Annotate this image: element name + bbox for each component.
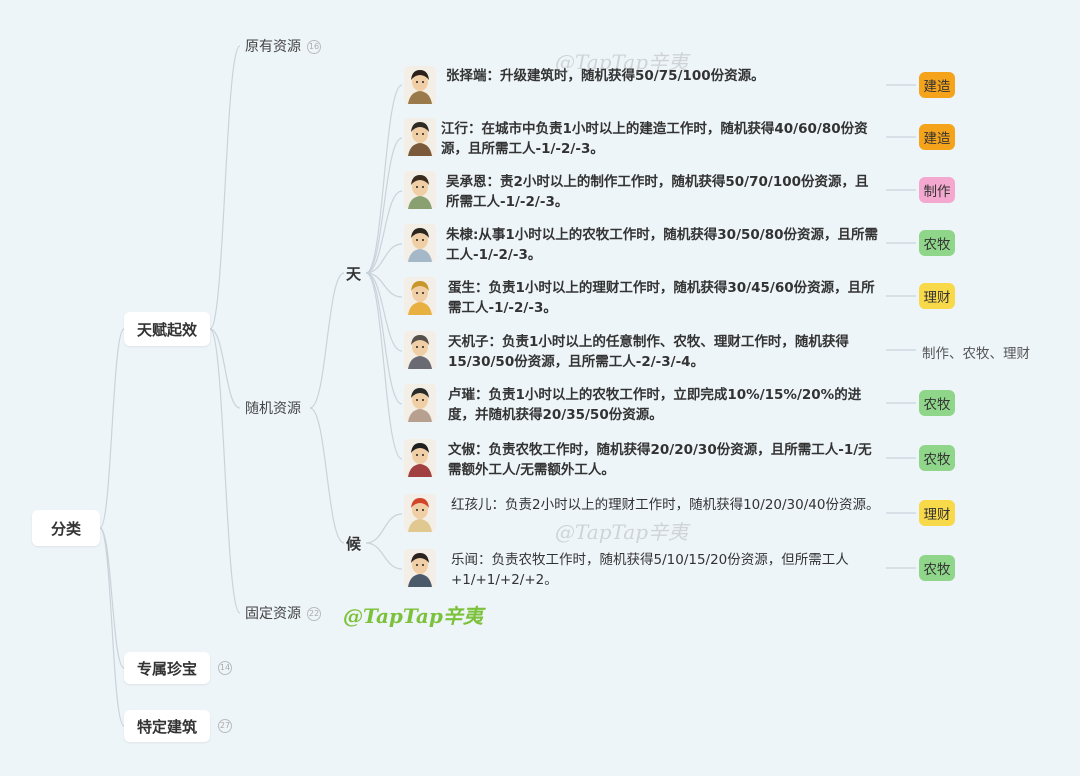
character-portrait-icon bbox=[404, 277, 436, 315]
node-label: 随机资源 bbox=[245, 401, 301, 417]
category-tag[interactable]: 理财 bbox=[919, 283, 955, 309]
category-tag[interactable]: 农牧 bbox=[919, 230, 955, 256]
category-tag[interactable]: 农牧 bbox=[919, 390, 955, 416]
category-tag[interactable]: 理财 bbox=[919, 500, 955, 526]
talent-description[interactable]: 天机子：负责1小时以上的任意制作、农牧、理财工作时，随机获得15/30/50份资… bbox=[448, 334, 849, 370]
talent-description[interactable]: 吴承恩：责2小时以上的制作工作时，随机获得50/70/100份资源，且所需工人-… bbox=[446, 174, 869, 210]
category-tag-text[interactable]: 制作、农牧、理财 bbox=[922, 346, 1030, 362]
node-label: 原有资源 bbox=[245, 39, 301, 55]
count-badge: 14 bbox=[218, 661, 232, 675]
connector-line bbox=[365, 243, 403, 274]
connector-line bbox=[309, 407, 345, 544]
talent-description[interactable]: 文俶：负责农牧工作时，随机获得20/20/30份资源，且所需工人-1/无需额外工… bbox=[448, 442, 872, 478]
node-label: 专属珍宝 bbox=[136, 659, 197, 678]
connector-line bbox=[365, 272, 403, 298]
node-original-resource[interactable]: 原有资源 16 bbox=[245, 36, 321, 56]
connector-line bbox=[365, 513, 403, 544]
node-hou[interactable]: 候 bbox=[346, 533, 361, 554]
character-portrait-icon bbox=[404, 439, 436, 477]
talent-description[interactable]: 卢璀：负责1小时以上的农牧工作时，立即完成10%/15%/20%的进度，并随机获… bbox=[448, 387, 862, 423]
talent-description[interactable]: 张择端：升级建筑时，随机获得50/75/100份资源。 bbox=[446, 68, 765, 84]
character-portrait-icon bbox=[404, 331, 436, 369]
connector-line bbox=[365, 137, 403, 274]
character-portrait-icon bbox=[404, 549, 436, 587]
node-random-resource[interactable]: 随机资源 bbox=[245, 398, 301, 418]
count-badge: 22 bbox=[307, 607, 321, 621]
character-portrait-icon bbox=[404, 66, 436, 104]
connector-line bbox=[99, 527, 125, 669]
character-portrait-icon bbox=[404, 171, 436, 209]
category-tag[interactable]: 建造 bbox=[919, 124, 955, 150]
connector-line bbox=[309, 272, 345, 409]
count-badge: 27 bbox=[218, 719, 232, 733]
connector-line bbox=[365, 542, 403, 570]
root-node-label: 分类 bbox=[50, 519, 81, 538]
connector-line bbox=[99, 527, 125, 727]
connector-line bbox=[99, 328, 125, 529]
connector-line bbox=[365, 272, 403, 460]
talent-description[interactable]: 江行：在城市中负责1小时以上的建造工作时，随机获得40/60/80份资源，且所需… bbox=[441, 121, 868, 157]
root-node[interactable]: 分类 bbox=[32, 510, 100, 546]
watermark: @TapTap辛夷 bbox=[343, 604, 483, 628]
category-tag[interactable]: 农牧 bbox=[919, 555, 955, 581]
connector-line bbox=[365, 272, 403, 405]
connector-line bbox=[365, 84, 403, 274]
node-talent-effect[interactable]: 天赋起效 bbox=[124, 312, 210, 346]
node-label: 固定资源 bbox=[245, 606, 301, 622]
connector-line bbox=[209, 45, 241, 330]
category-tag[interactable]: 建造 bbox=[919, 72, 955, 98]
node-specific-building[interactable]: 特定建筑 bbox=[124, 710, 210, 742]
category-tag[interactable]: 农牧 bbox=[919, 445, 955, 471]
talent-description[interactable]: 乐闻：负责农牧工作时，随机获得5/10/15/20份资源，但所需工人+1/+1/… bbox=[451, 552, 849, 588]
watermark: @TapTap辛夷 bbox=[555, 50, 689, 74]
connector-line bbox=[365, 190, 403, 274]
talent-description[interactable]: 朱棣:从事1小时以上的农牧工作时，随机获得30/50/80份资源，且所需工人-1… bbox=[446, 227, 879, 263]
node-exclusive-treasure[interactable]: 专属珍宝 bbox=[124, 652, 210, 684]
character-portrait-icon bbox=[404, 384, 436, 422]
connector-line bbox=[209, 328, 241, 409]
watermark: @TapTap辛夷 bbox=[555, 520, 689, 544]
node-label: 候 bbox=[346, 535, 362, 553]
count-badge: 16 bbox=[307, 40, 321, 54]
character-portrait-icon bbox=[404, 118, 436, 156]
talent-description[interactable]: 蛋生：负责1小时以上的理财工作时，随机获得30/45/60份资源，且所需工人-1… bbox=[448, 280, 875, 316]
character-portrait-icon bbox=[404, 224, 436, 262]
connector-line bbox=[365, 272, 403, 352]
talent-description[interactable]: 红孩儿：负责2小时以上的理财工作时，随机获得10/20/30/40份资源。 bbox=[451, 497, 880, 513]
category-tag[interactable]: 制作 bbox=[919, 177, 955, 203]
node-label: 天赋起效 bbox=[136, 320, 197, 339]
node-tian[interactable]: 天 bbox=[346, 263, 361, 284]
character-portrait-icon bbox=[404, 494, 436, 532]
connector-line bbox=[209, 328, 241, 614]
node-fixed-resource[interactable]: 固定资源 22 bbox=[245, 603, 321, 623]
node-label: 天 bbox=[346, 265, 362, 283]
node-label: 特定建筑 bbox=[136, 717, 197, 736]
